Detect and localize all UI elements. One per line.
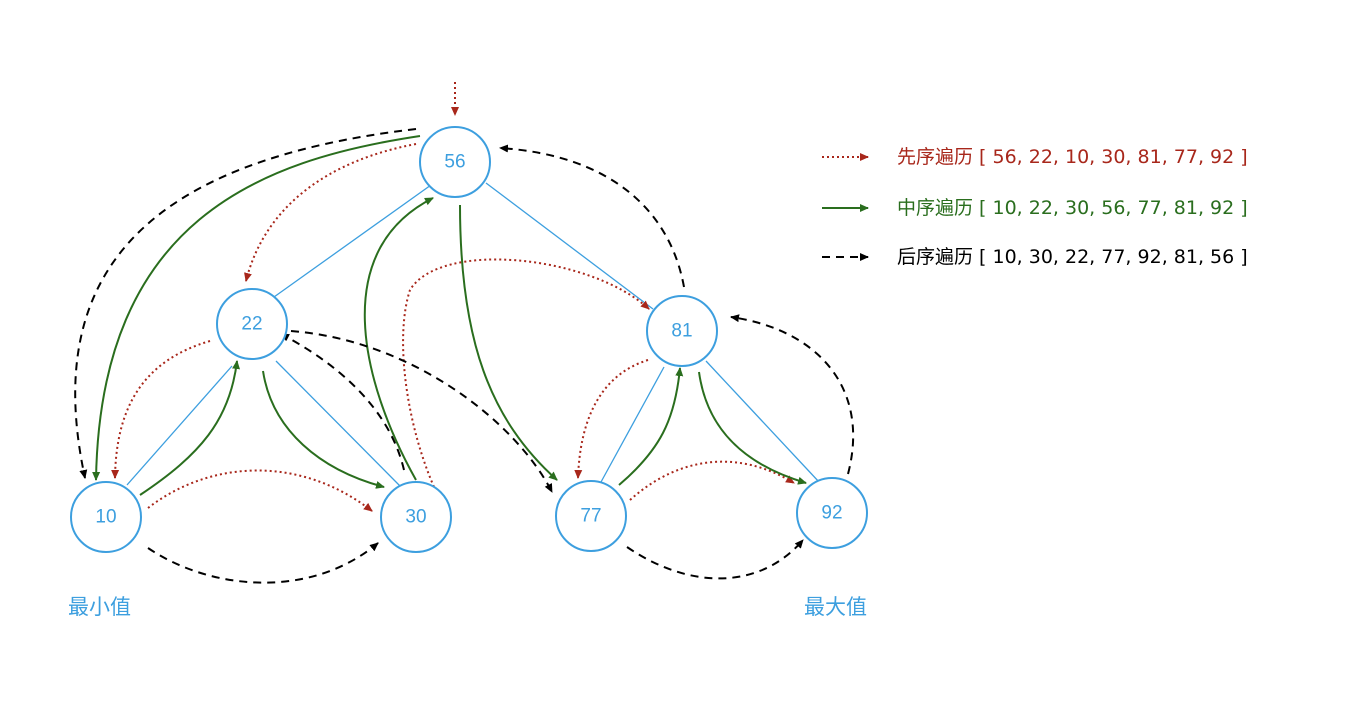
- legend: 先序遍历 [ 56, 22, 10, 30, 81, 77, 92 ] 中序遍历…: [822, 146, 1248, 268]
- legend-inorder: 中序遍历 [ 10, 22, 30, 56, 77, 81, 92 ]: [822, 197, 1248, 219]
- edge-22-30: [275, 360, 401, 487]
- preorder-arrow-10-30: [147, 469, 373, 512]
- node-10-circle: [70, 481, 142, 553]
- inorder-arrow-22-30: [262, 370, 385, 489]
- preorder-arrow-30-81: [402, 258, 650, 488]
- legend-postorder-text: 后序遍历 [ 10, 30, 22, 77, 92, 81, 56 ]: [897, 246, 1248, 268]
- postorder-arrow-start-10: [74, 128, 417, 479]
- edge-81-77: [600, 366, 665, 483]
- node-92-label: 92: [821, 503, 842, 524]
- preorder-arrow-77-92: [629, 460, 795, 501]
- node-56-label: 56: [444, 152, 465, 173]
- postorder-arrow-30-22: [280, 333, 405, 471]
- postorder-arrow-77-92: [626, 539, 804, 580]
- postorder-arrows: [74, 128, 854, 584]
- node-81-circle: [646, 295, 718, 367]
- node-77-circle: [555, 480, 627, 552]
- edge-56-22: [273, 184, 432, 298]
- node-81-label: 81: [671, 321, 692, 342]
- tree-edges: [126, 182, 821, 487]
- tree-node-labels: 56 22 81 10 30 77 92: [95, 152, 842, 528]
- node-30-circle: [380, 481, 452, 553]
- postorder-arrow-92-81: [730, 314, 854, 475]
- tree-nodes: [70, 126, 868, 553]
- legend-preorder: 先序遍历 [ 56, 22, 10, 30, 81, 77, 92 ]: [822, 146, 1248, 168]
- node-22-circle: [216, 288, 288, 360]
- postorder-arrow-22-77: [290, 330, 553, 493]
- edge-81-92: [705, 360, 821, 484]
- preorder-arrow-22-10: [111, 340, 211, 479]
- inorder-arrows: [92, 135, 807, 496]
- max-value-caption: 最大值: [804, 595, 867, 619]
- legend-postorder: 后序遍历 [ 10, 30, 22, 77, 92, 81, 56 ]: [822, 246, 1248, 268]
- node-10-label: 10: [95, 507, 116, 528]
- postorder-arrow-81-56: [499, 144, 685, 288]
- preorder-arrows: [111, 82, 795, 512]
- min-value-caption: 最小值: [68, 595, 131, 619]
- preorder-arrow-81-77: [574, 359, 649, 479]
- inorder-arrow-77-81: [618, 367, 684, 486]
- node-22-label: 22: [241, 314, 262, 335]
- postorder-arrow-10-30: [147, 542, 379, 584]
- inorder-arrow-56-10: [92, 135, 421, 481]
- legend-preorder-text: 先序遍历 [ 56, 22, 10, 30, 81, 77, 92 ]: [897, 146, 1248, 168]
- edge-56-81: [485, 182, 654, 310]
- inorder-arrow-30-56: [363, 197, 434, 481]
- node-77-label: 77: [580, 506, 601, 527]
- inorder-arrow-56-77: [459, 204, 558, 481]
- edge-22-10: [126, 365, 233, 486]
- legend-inorder-text: 中序遍历 [ 10, 22, 30, 56, 77, 81, 92 ]: [897, 197, 1248, 219]
- preorder-arrow-56-22: [244, 143, 417, 282]
- node-30-label: 30: [405, 507, 426, 528]
- inorder-arrow-81-92: [698, 371, 807, 485]
- node-56-circle: [419, 126, 491, 198]
- inorder-arrow-10-22: [139, 360, 241, 496]
- node-92-circle: [796, 477, 868, 549]
